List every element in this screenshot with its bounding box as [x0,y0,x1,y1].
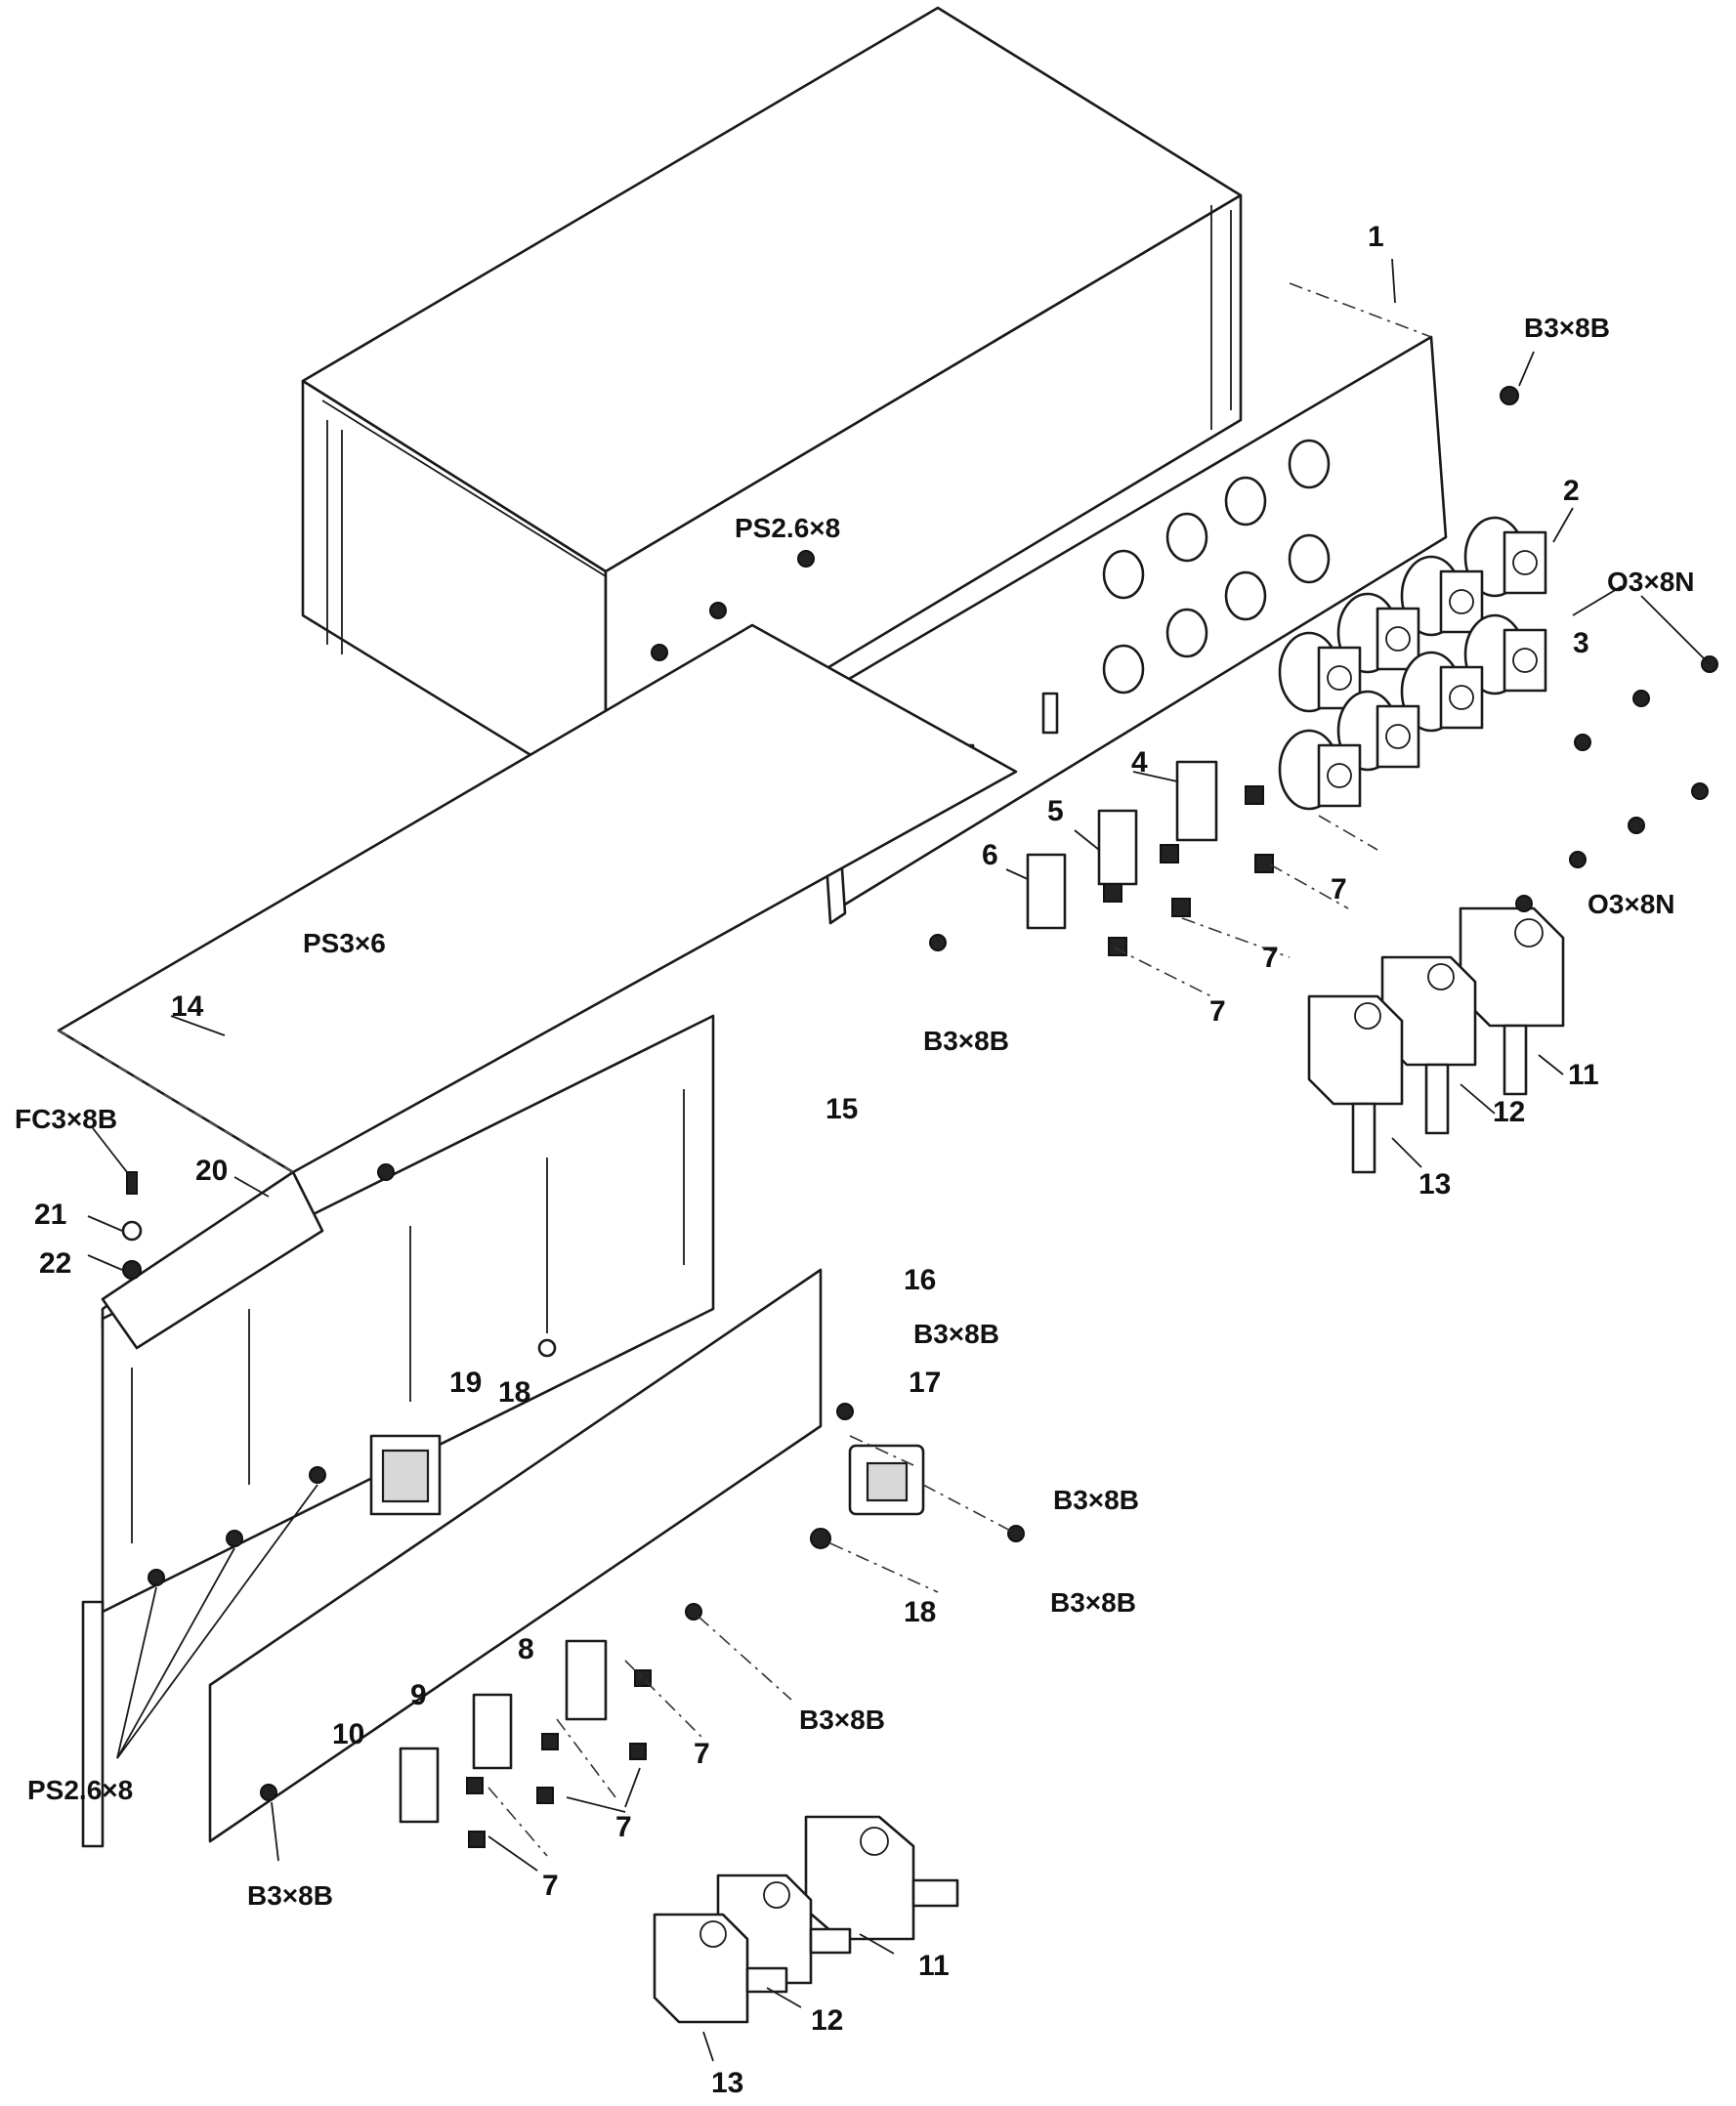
label-part-16: 16 [904,1264,936,1296]
label-part-7: 7 [542,1870,559,1902]
xlr-connectors [1278,516,1547,811]
label-part-19: 19 [449,1367,482,1399]
label-part-14: 14 [171,990,204,1023]
label-part-12: 12 [811,2004,843,2037]
label-fastener-b3x8b: B3×8B [913,1319,999,1349]
label-part-18: 18 [498,1376,530,1409]
label-fastener-b3x8b: B3×8B [1050,1587,1136,1618]
label-fastener-o3x8n: O3×8N [1588,889,1675,919]
label-part-15: 15 [826,1093,858,1125]
label-part-13: 13 [711,2067,743,2099]
lower-small-connectors [399,1639,652,1848]
label-fastener-ps2.6x8: PS2.6×8 [27,1775,133,1805]
leader-lines [58,258,1711,2062]
label-part-1: 1 [1368,221,1384,253]
side-frame-slots [131,1089,685,1543]
xlr-connector [1400,651,1484,733]
xlr-connector [1278,631,1362,713]
xlr-connector [1278,729,1362,811]
label-part-21: 21 [34,1199,66,1231]
front-panel-parts [369,1338,925,1549]
label-part-11: 11 [918,1950,950,1982]
label-part-3: 3 [1573,627,1589,659]
label-part-7: 7 [1331,873,1347,906]
label-part-6: 6 [982,839,998,871]
label-part-8: 8 [518,1633,534,1665]
label-part-9: 9 [410,1679,427,1711]
label-part-7: 7 [615,1811,632,1843]
label-part-22: 22 [39,1247,71,1280]
label-fastener-b3x8b: B3×8B [1053,1485,1139,1515]
label-fastener-b3x8b: B3×8B [247,1880,333,1911]
cover-box [804,1815,959,1941]
upper-cover-boxes [1307,906,1565,1174]
label-part-20: 20 [195,1155,228,1187]
label-part-4: 4 [1131,746,1148,779]
side-frame [81,1014,823,1848]
label-fastener-b3x8b: B3×8B [1524,313,1610,343]
label-part-18: 18 [904,1596,936,1628]
label-fastener-o3x8n: O3×8N [1607,567,1695,597]
label-fastener-ps2.6x8: PS2.6×8 [735,513,840,543]
label-fastener-b3x8b: B3×8B [799,1705,885,1735]
label-part-11: 11 [1568,1059,1599,1091]
cover-box [1459,906,1565,1096]
label-part-7: 7 [694,1738,710,1770]
cover-box [1307,994,1404,1174]
label-part-7: 7 [1262,942,1279,974]
label-part-7: 7 [1209,995,1226,1028]
screws [148,386,1718,1801]
lower-cover-boxes [653,1815,959,2024]
label-part-2: 2 [1563,475,1580,507]
bracket-and-washers [101,1170,324,1350]
rear-panel-xlr-holes [1102,439,1331,695]
label-part-5: 5 [1047,795,1064,827]
part-number-labels: 1 2 3 4 5 6 7 7 7 11 12 13 14 15 16 17 1… [34,221,1599,2099]
label-fastener-fc3x8b: FC3×8B [15,1104,117,1134]
fastener-labels: B3×8B PS2.6×8 O3×8N O3×8N B3×8B PS3×6 FC… [15,313,1695,1911]
label-part-12: 12 [1493,1096,1525,1128]
upper-small-connectors [1026,760,1274,956]
label-fastener-ps3x6: PS3×6 [303,928,386,958]
cover-box [1380,955,1477,1135]
label-part-10: 10 [332,1718,364,1750]
label-part-17: 17 [909,1367,941,1399]
label-fastener-b3x8b: B3×8B [923,1026,1009,1056]
label-part-13: 13 [1418,1168,1451,1200]
